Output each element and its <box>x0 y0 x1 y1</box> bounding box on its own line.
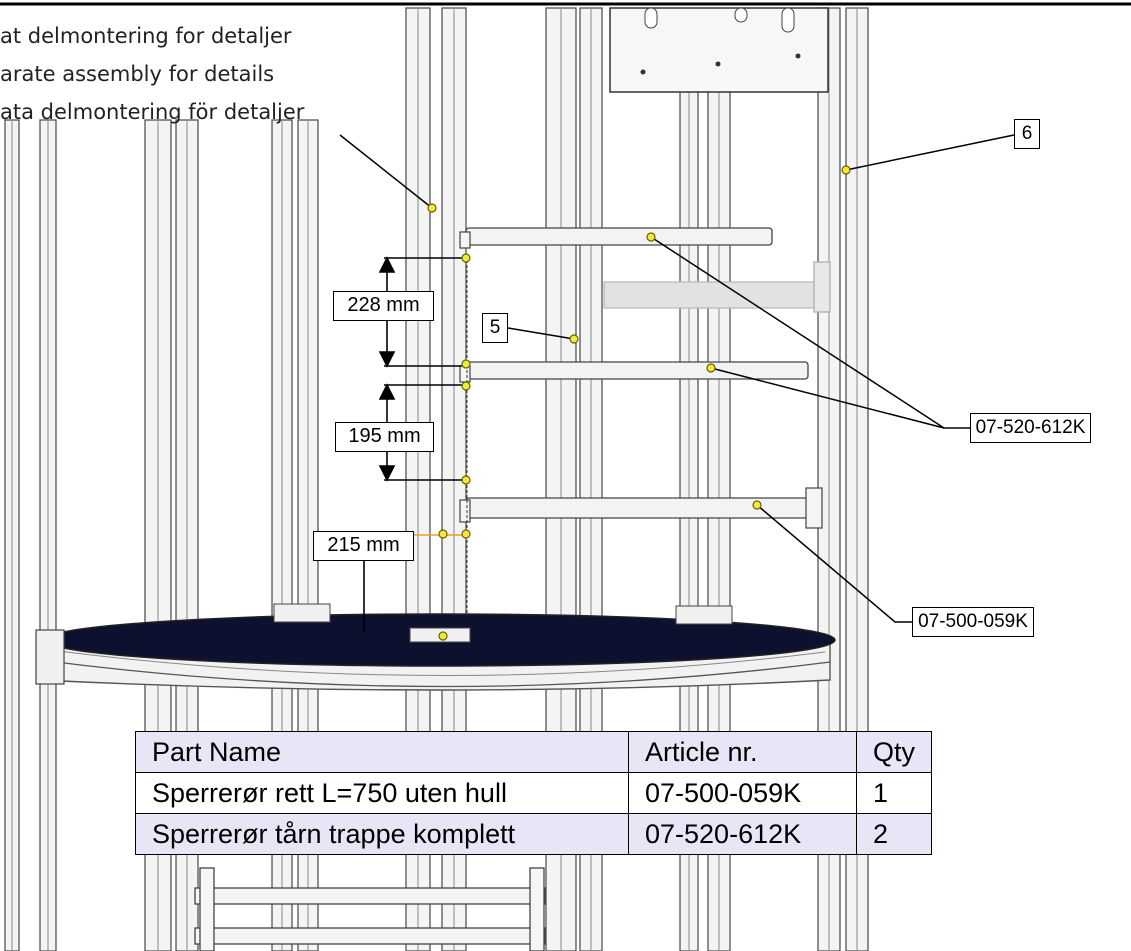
qty-cell: 2 <box>856 813 932 855</box>
table-row: Sperrerør rett L=750 uten hull 07-500-05… <box>135 772 932 814</box>
note-line-swedish: ata delmontering för detaljer <box>0 100 305 124</box>
barrier-tubes <box>465 227 819 519</box>
item-number-6: 6 <box>1014 119 1040 149</box>
column-header-qty: Qty <box>856 731 932 773</box>
parts-table-header-row: Part Name Article nr. Qty <box>135 731 932 773</box>
callout-dots <box>427 165 851 641</box>
top-mounting-plate <box>609 7 829 93</box>
column-header-part-name: Part Name <box>135 731 629 773</box>
platform <box>35 603 836 691</box>
lower-frame <box>194 867 546 951</box>
note-line-norwegian: at delmontering for detaljer <box>0 24 292 48</box>
part-name-cell: Sperrerør rett L=750 uten hull <box>135 772 629 814</box>
column-header-article-nr: Article nr. <box>628 731 857 773</box>
parts-table: Part Name Article nr. Qty Sperrerør rett… <box>135 731 932 855</box>
article-label-07-500-059K: 07-500-059K <box>912 607 1034 637</box>
article-label-07-520-612K: 07-520-612K <box>970 413 1091 443</box>
tube-brackets <box>459 231 831 529</box>
dimension-label-195: 195 mm <box>335 422 434 452</box>
item-number-5: 5 <box>482 313 508 343</box>
qty-cell: 1 <box>856 772 932 814</box>
dimension-label-215: 215 mm <box>313 531 414 561</box>
part-name-cell: Sperrerør tårn trappe komplett <box>135 813 629 855</box>
leader-lines <box>339 134 1015 623</box>
article-nr-cell: 07-500-059K <box>628 772 857 814</box>
dimension-label-228: 228 mm <box>333 291 434 321</box>
note-line-english: arate assembly for details <box>0 62 275 86</box>
article-nr-cell: 07-520-612K <box>628 813 857 855</box>
table-row: Sperrerør tårn trappe komplett 07-520-61… <box>135 813 932 855</box>
